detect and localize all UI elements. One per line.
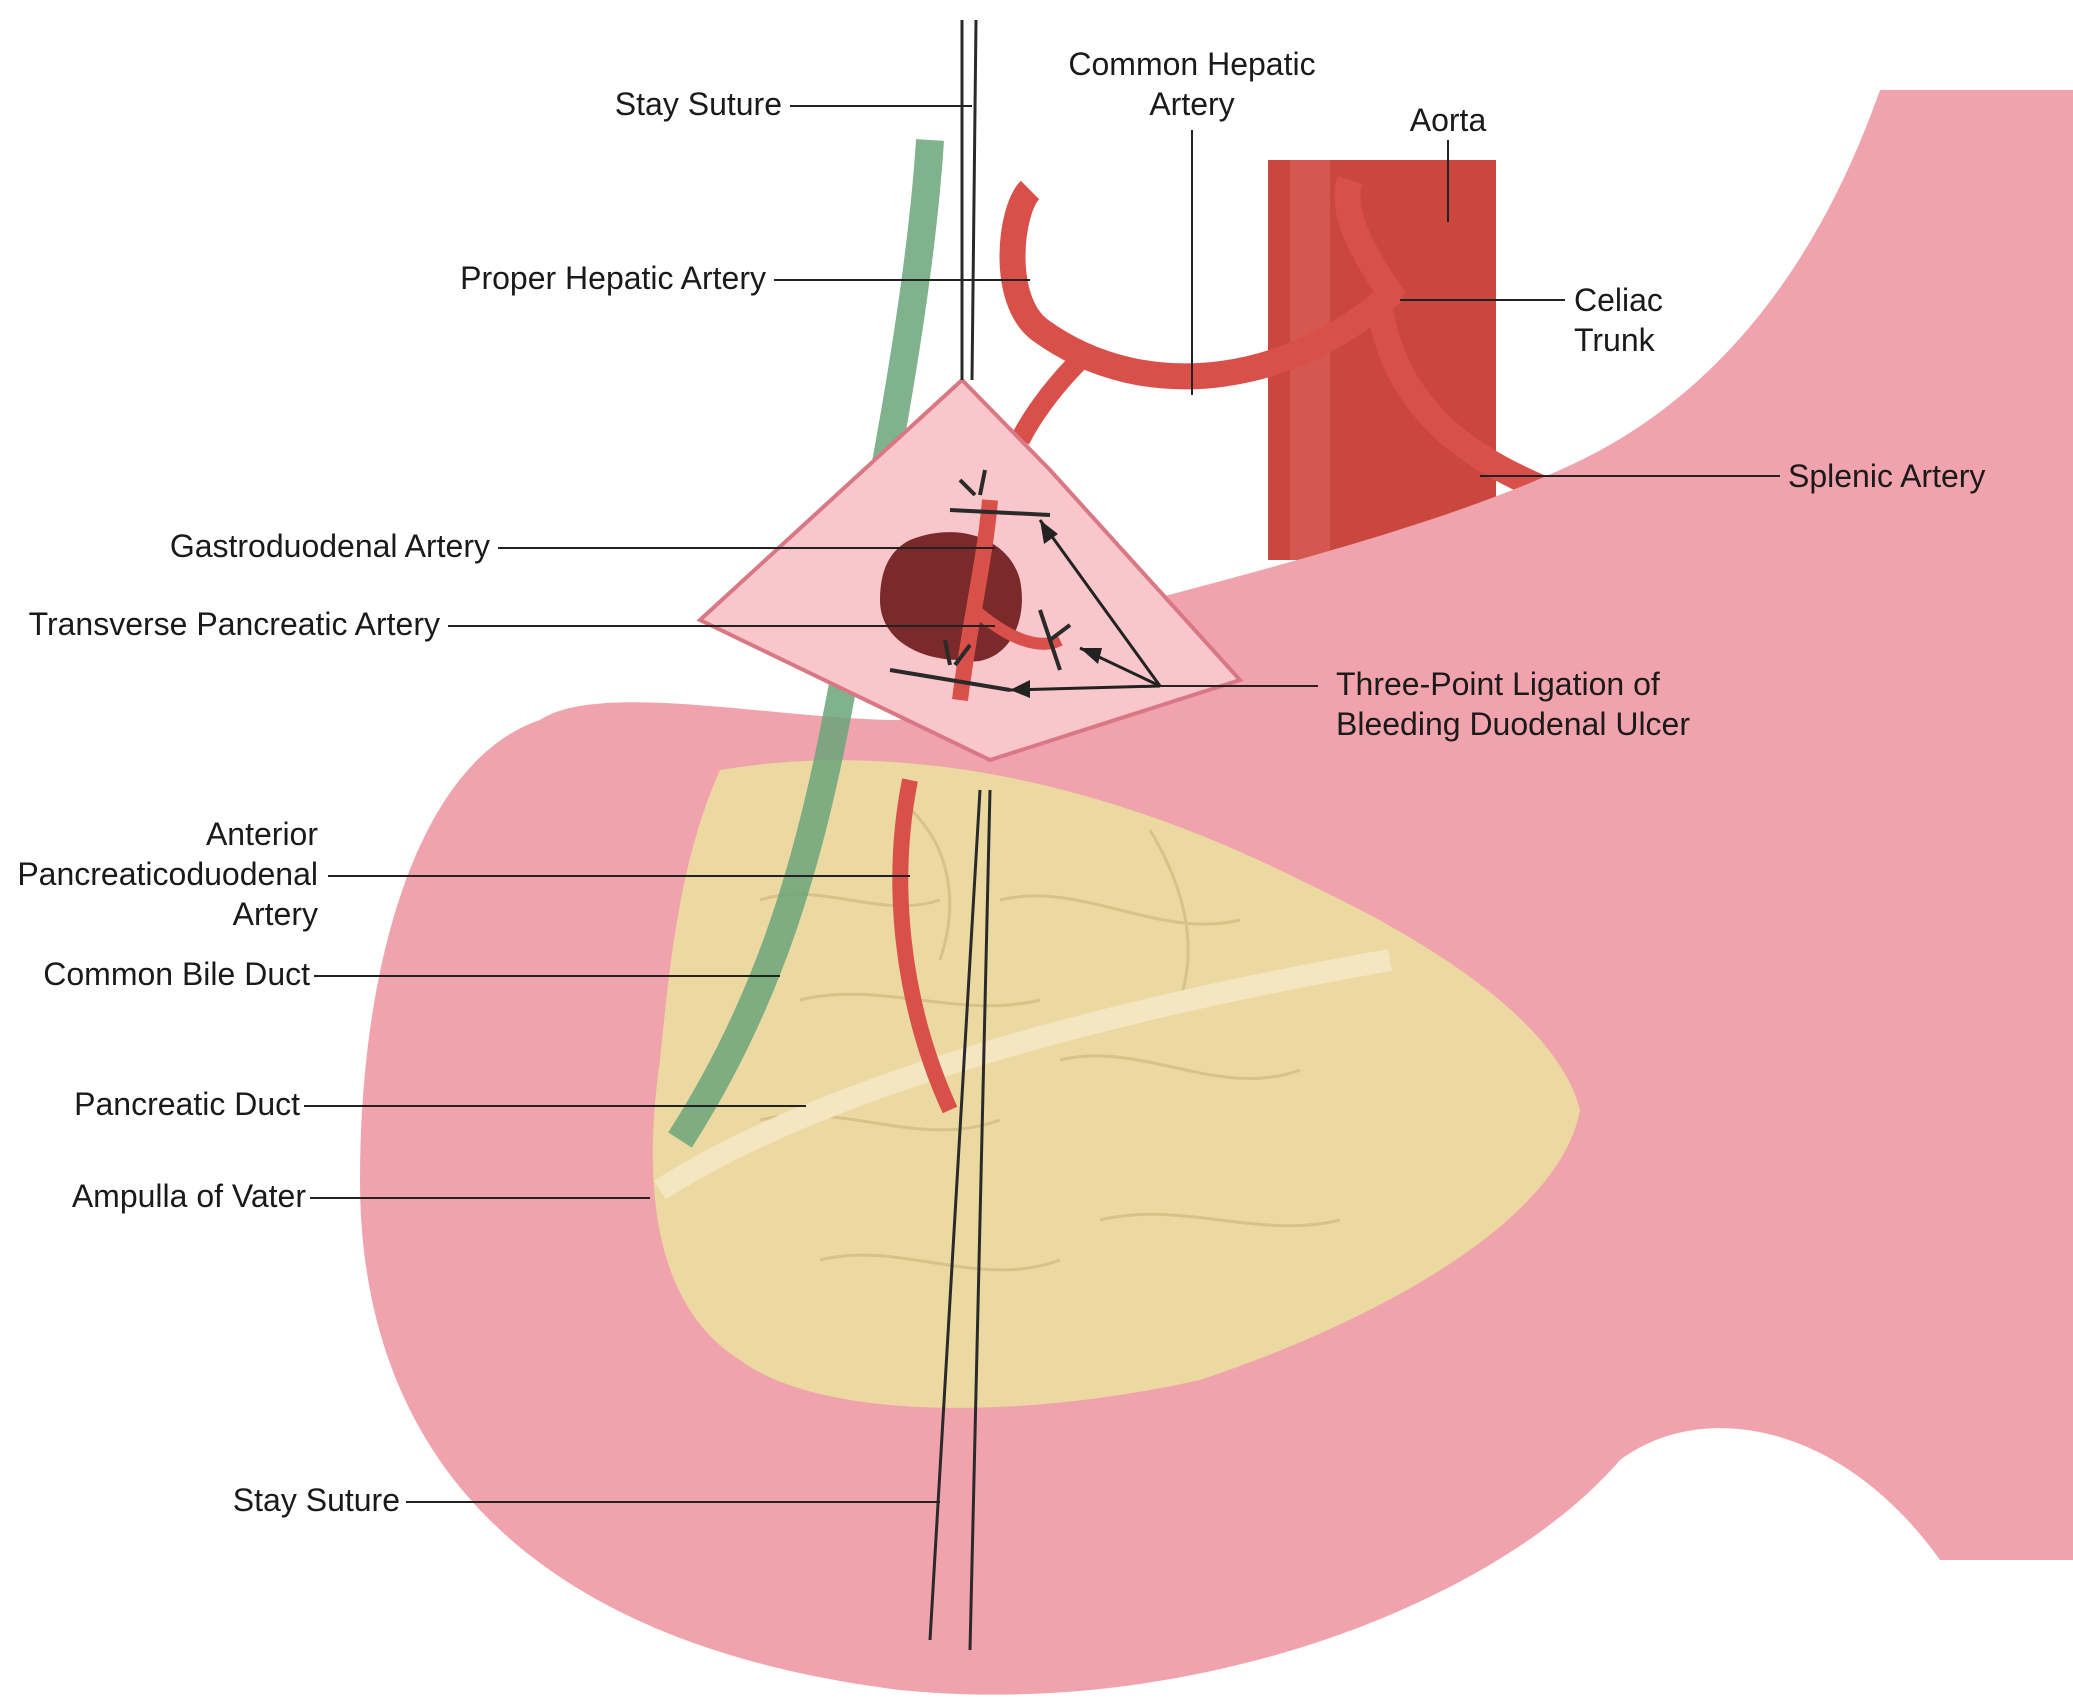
label-proper-hepatic-artery-text: Proper Hepatic Artery (460, 260, 766, 296)
proper-hepatic-branch-vessel (1011, 352, 1088, 445)
label-anterior-pancreaticoduodenal-line1: Anterior (205, 816, 318, 852)
stay-suture-bottom-thread (928, 789, 992, 1651)
label-anterior-pancreaticoduodenal-artery: Anterior Pancreaticoduodenal Artery (0, 814, 318, 934)
ligation-arrowhead-top (1040, 520, 1058, 544)
leader-lines (304, 105, 1780, 1503)
ligation-arrow-bottom (1009, 684, 1161, 692)
ligature-top (949, 469, 1051, 517)
gastroduodenal-artery-vessel (952, 499, 998, 701)
label-gastroduodenal-artery: Gastroduodenal Artery (110, 526, 490, 566)
label-three-point-ligation-line2: Bleeding Duodenal Ulcer (1336, 706, 1690, 742)
label-splenic-artery: Splenic Artery (1788, 456, 2058, 496)
ligation-arrowhead-right (1080, 648, 1102, 664)
label-three-point-ligation-line1: Three-Point Ligation of (1336, 666, 1660, 702)
label-pancreatic-duct: Pancreatic Duct (50, 1084, 300, 1124)
label-anterior-pancreaticoduodenal-line3: Artery (232, 896, 318, 932)
label-aorta-text: Aorta (1409, 102, 1487, 138)
label-stay-suture-bottom: Stay Suture (180, 1480, 400, 1520)
ligature-bottom (889, 639, 1011, 692)
label-common-bile-duct-text: Common Bile Duct (43, 956, 310, 992)
label-transverse-pancreatic-artery: Transverse Pancreatic Artery (4, 604, 440, 644)
label-common-hepatic-artery: Common Hepatic Artery (1032, 44, 1352, 124)
label-transverse-pancreatic-artery-text: Transverse Pancreatic Artery (28, 606, 440, 642)
label-three-point-ligation: Three-Point Ligation of Bleeding Duodena… (1336, 664, 1736, 744)
label-anterior-pancreaticoduodenal-line2: Pancreaticoduodenal (17, 856, 318, 892)
label-stay-suture-bottom-text: Stay Suture (232, 1482, 400, 1518)
bleeding-ulcer (880, 532, 1022, 662)
anterior-pancreaticoduodenal-artery-vessel (892, 778, 958, 1114)
common-hepatic-artery-vessel (999, 180, 1404, 390)
pancreas (652, 760, 1580, 1408)
label-aorta: Aorta (1380, 100, 1516, 140)
label-celiac-trunk-line2: Trunk (1574, 322, 1655, 358)
label-celiac-trunk: Celiac Trunk (1574, 280, 1734, 360)
common-bile-duct-vessel (668, 139, 944, 1148)
pancreatic-duct-vessel (654, 949, 1392, 1200)
label-common-bile-duct: Common Bile Duct (20, 954, 310, 994)
transverse-pancreatic-artery-vessel (971, 605, 1063, 650)
label-ampulla-of-vater: Ampulla of Vater (50, 1176, 306, 1216)
label-common-hepatic-artery-line2: Artery (1149, 86, 1235, 122)
ligation-arrowheads (1010, 520, 1102, 698)
label-common-hepatic-artery-line1: Common Hepatic (1068, 46, 1316, 82)
label-celiac-trunk-line1: Celiac (1574, 282, 1663, 318)
stay-suture-top-thread (960, 19, 978, 381)
ligature-right (1038, 609, 1072, 671)
label-stay-suture-top: Stay Suture (560, 84, 782, 124)
ligation-arrowhead-bottom (1010, 680, 1030, 698)
ligation-arrow-top (1038, 519, 1162, 687)
label-proper-hepatic-artery: Proper Hepatic Artery (420, 258, 766, 298)
label-ampulla-of-vater-text: Ampulla of Vater (71, 1178, 306, 1214)
label-stay-suture-top-text: Stay Suture (614, 86, 782, 122)
label-gastroduodenal-artery-text: Gastroduodenal Artery (169, 528, 490, 564)
label-splenic-artery-text: Splenic Artery (1788, 458, 1986, 494)
label-pancreatic-duct-text: Pancreatic Duct (74, 1086, 300, 1122)
